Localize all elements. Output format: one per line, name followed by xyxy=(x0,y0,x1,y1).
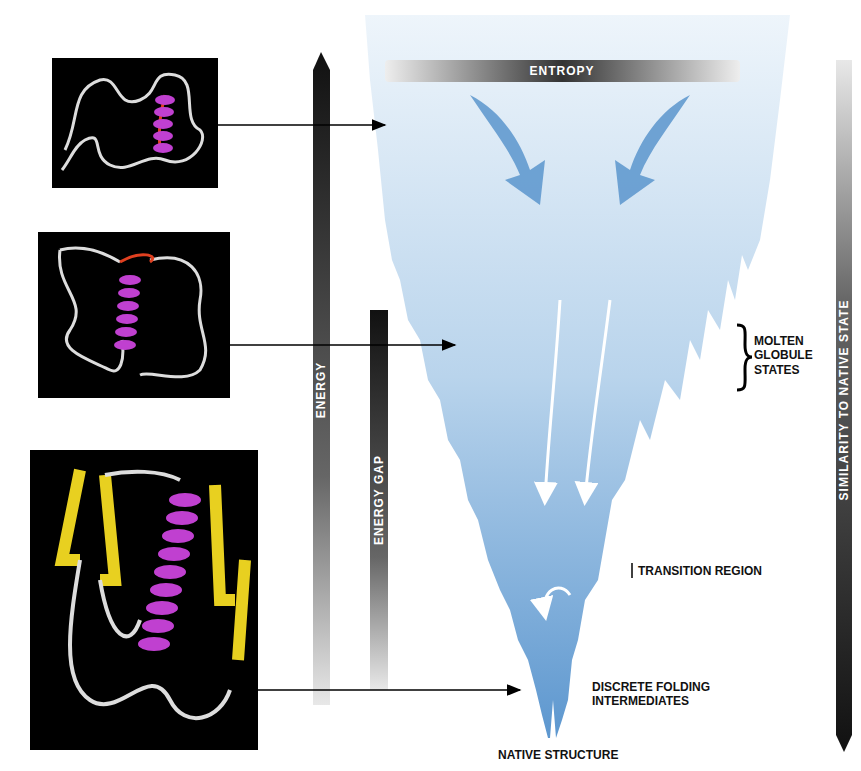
brace xyxy=(737,325,752,390)
similarity-bar xyxy=(836,60,852,752)
entropy-arrow xyxy=(615,95,690,205)
axis-label: SIMILARITY TO NATIVE STATE xyxy=(837,300,851,501)
molten-globule-protein xyxy=(38,232,230,398)
energy-funnel xyxy=(365,15,790,738)
energy-bar xyxy=(313,52,330,705)
pointer-arrow xyxy=(258,689,520,691)
region-label: TRANSITION REGION xyxy=(638,564,762,578)
native-protein xyxy=(30,450,258,750)
axis-label: ENTROPY xyxy=(529,64,594,78)
region-tick xyxy=(631,563,633,578)
folding-arrow xyxy=(585,300,610,500)
axis-label: ENERGY xyxy=(314,362,328,419)
curved-arrow xyxy=(544,588,570,615)
region-label: NATIVE STRUCTURE xyxy=(498,748,618,762)
pointer-arrow xyxy=(230,344,455,346)
pointer-arrow xyxy=(218,124,385,126)
region-label: MOLTEN GLOBULE STATES xyxy=(754,334,832,377)
region-label: DISCRETE FOLDING INTERMEDIATES xyxy=(592,680,742,709)
unfolded-protein xyxy=(52,58,218,188)
folding-arrow xyxy=(545,300,560,500)
entropy-arrow xyxy=(470,95,545,205)
energy-gap-bar xyxy=(370,310,388,690)
axis-label: ENERGY GAP xyxy=(372,455,386,545)
entropy-bar xyxy=(385,60,740,82)
